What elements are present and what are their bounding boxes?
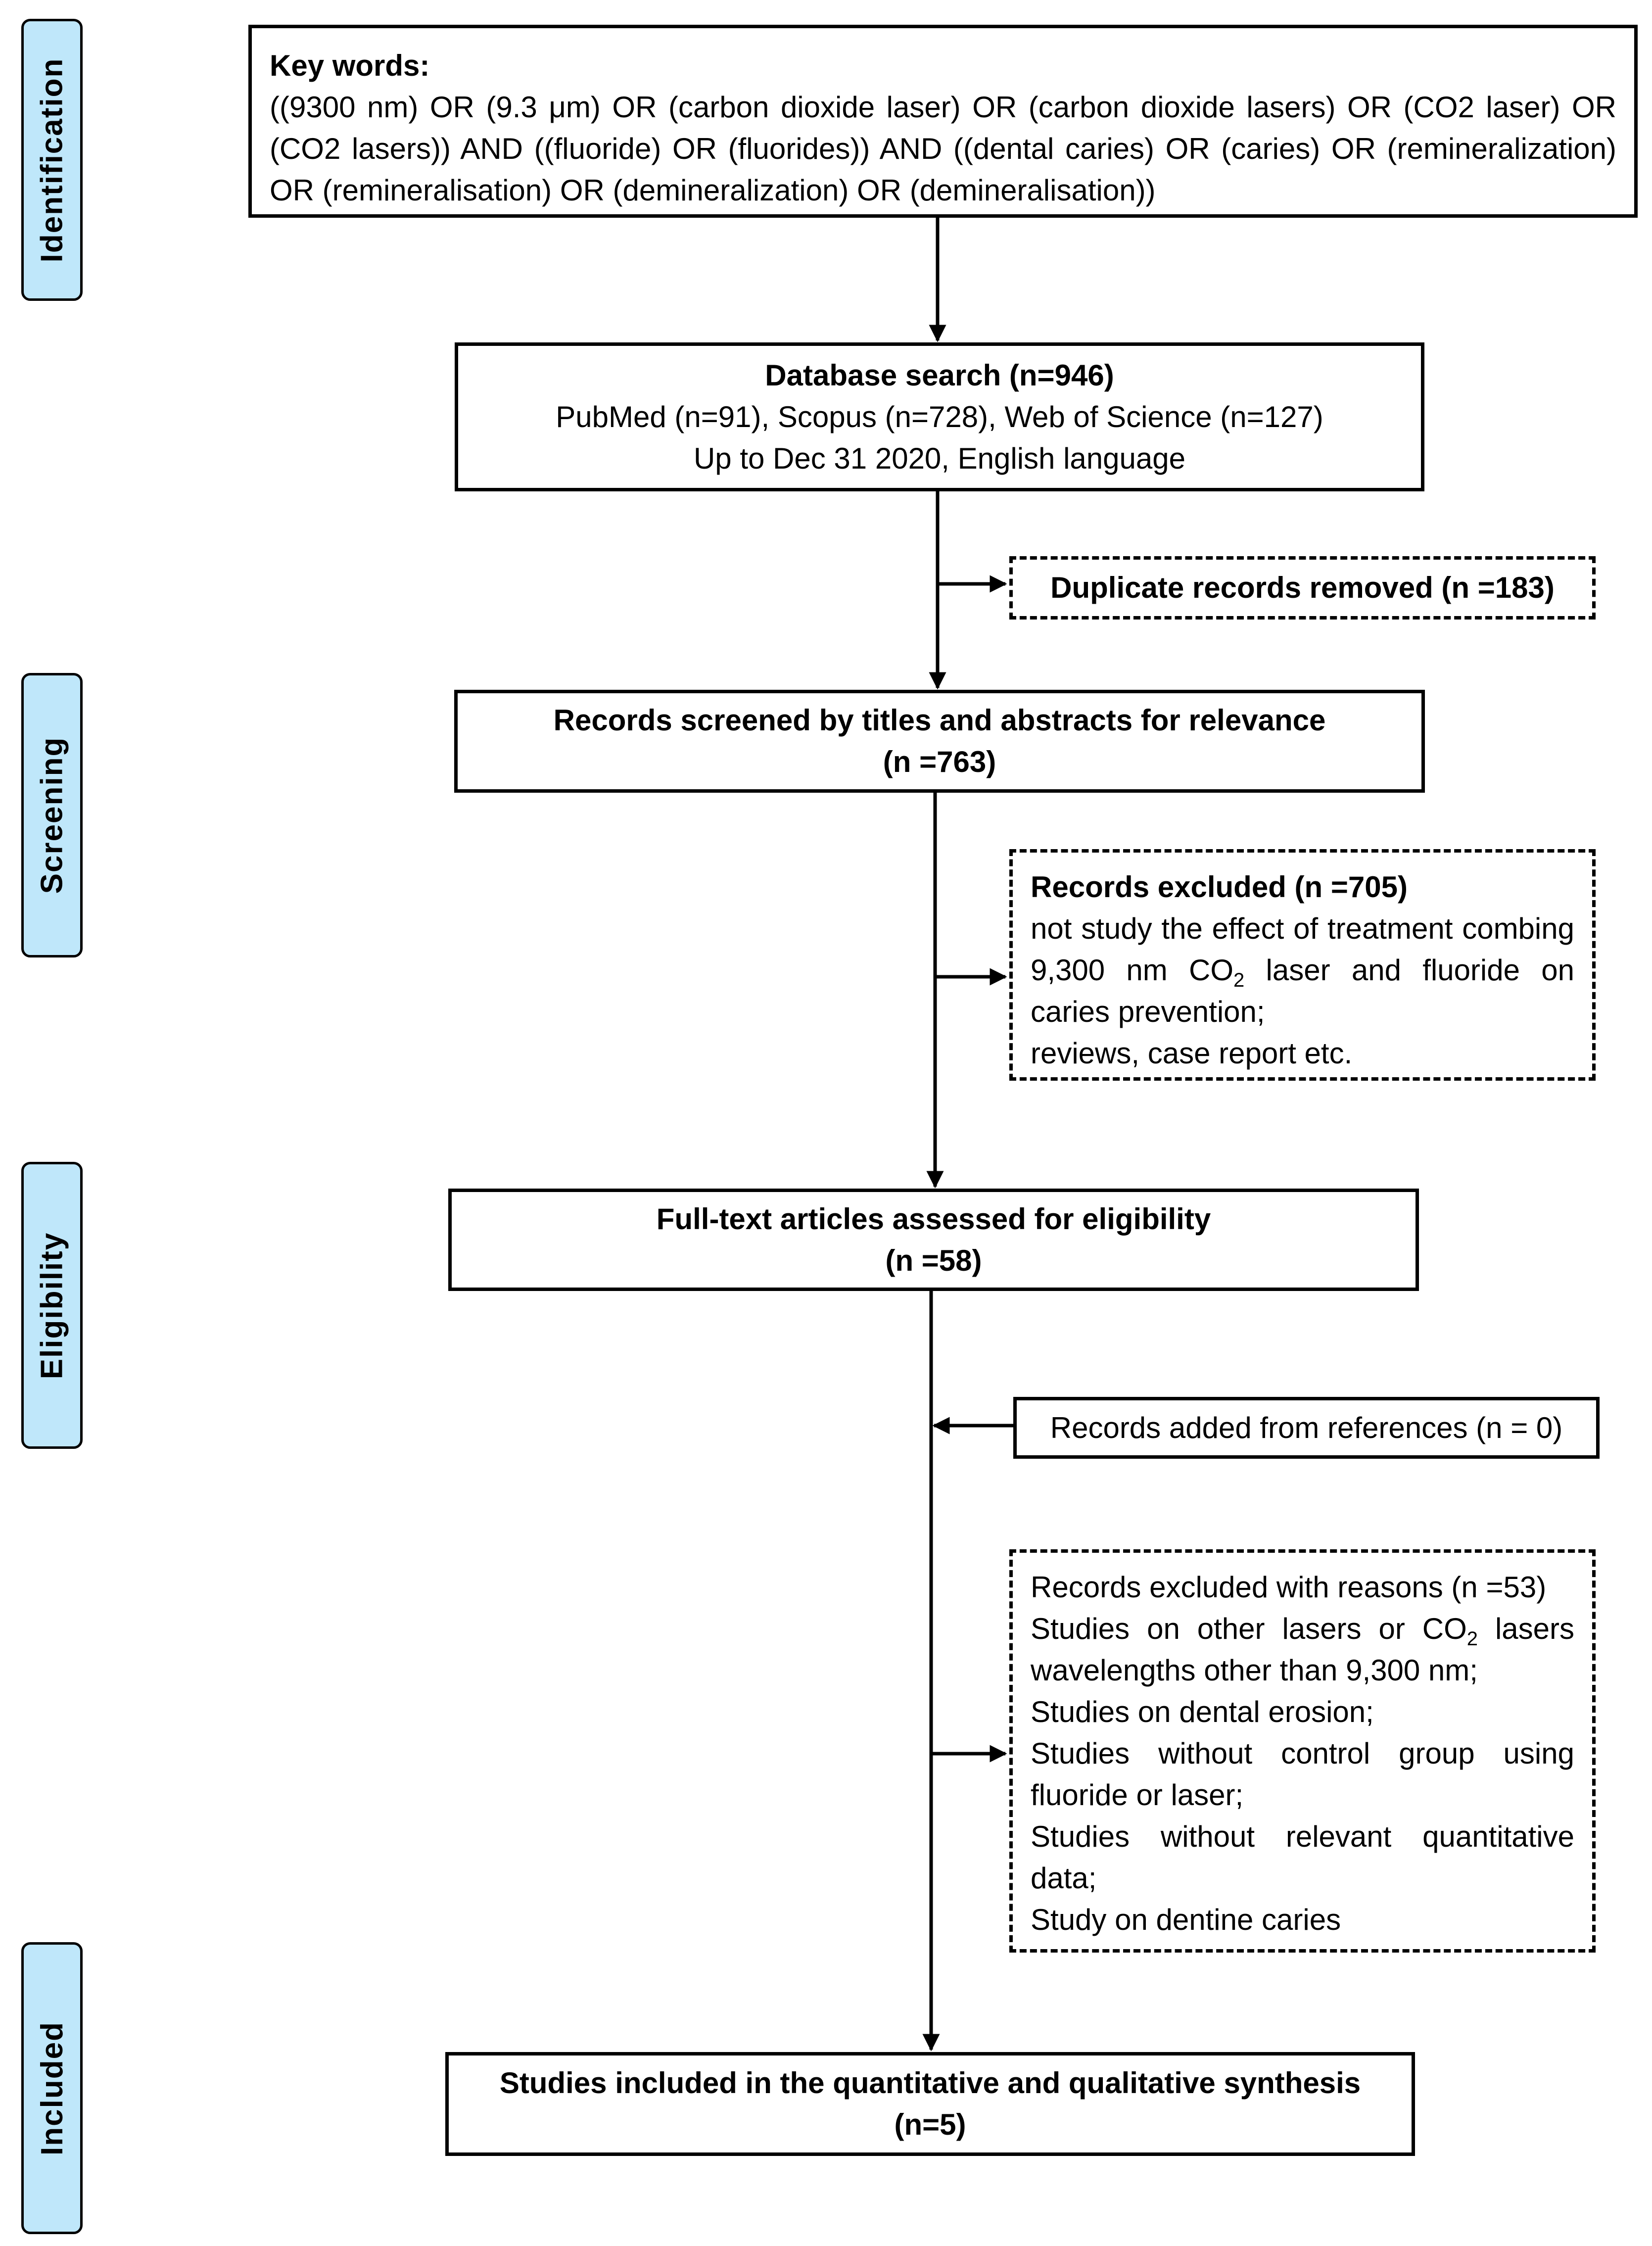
- excluded-reasons-title: Records excluded with reasons (n =53): [1031, 1571, 1547, 1604]
- stage-screening-label: Screening: [35, 736, 69, 894]
- records-excluded-reason-laser-sub: 2: [1233, 969, 1245, 991]
- records-excluded-reasons-box: Records excluded with reasons (n =53) St…: [1009, 1549, 1596, 1953]
- stage-identification: Identification: [21, 19, 83, 301]
- excluded-reason-other-lasers-end: lasers wavelengths other than 9,300 nm;: [1031, 1612, 1575, 1687]
- database-search-sources: PubMed (n=91), Scopus (n=728), Web of Sc…: [556, 400, 1323, 433]
- excluded-reason-no-control: Studies without control group using fluo…: [1031, 1737, 1574, 1812]
- records-excluded-title: Records excluded (n =705): [1031, 870, 1408, 904]
- records-excluded-reason-reviews: reviews, case report etc.: [1031, 1037, 1353, 1070]
- records-excluded-box: Records excluded (n =705) not study the …: [1009, 849, 1596, 1081]
- excluded-reason-other-lasers: Studies on other lasers or CO2 lasers wa…: [1031, 1608, 1574, 1691]
- stage-eligibility-label: Eligibility: [35, 1232, 69, 1379]
- records-added-box: Records added from references (n = 0): [1013, 1397, 1600, 1459]
- excluded-reason-no-data: Studies without relevant quantitative da…: [1031, 1820, 1574, 1895]
- excluded-reason-other-lasers-start: Studies on other lasers or CO: [1031, 1612, 1467, 1645]
- records-screened-title: Records screened by titles and abstracts…: [553, 704, 1326, 737]
- fulltext-assessed-box: Full-text articles assessed for eligibil…: [448, 1189, 1419, 1291]
- records-added-text: Records added from references (n = 0): [1050, 1411, 1563, 1444]
- keywords-title: Key words:: [270, 49, 430, 82]
- records-screened-box: Records screened by titles and abstracts…: [454, 690, 1425, 793]
- studies-included-box: Studies included in the quantitative and…: [445, 2052, 1415, 2156]
- stage-identification-label: Identification: [35, 57, 69, 262]
- fulltext-assessed-title: Full-text articles assessed for eligibil…: [656, 1202, 1211, 1236]
- excluded-reason-dentine: Study on dentine caries: [1031, 1903, 1341, 1936]
- duplicates-removed-text: Duplicate records removed (n =183): [1050, 571, 1555, 604]
- excluded-reason-erosion: Studies on dental erosion;: [1031, 1695, 1374, 1728]
- keywords-box: Key words: ((9300 nm) OR (9.3 μm) OR (ca…: [248, 25, 1638, 218]
- fulltext-assessed-count: (n =58): [885, 1243, 982, 1277]
- records-excluded-reason-laser-end: laser and fluoride on caries prevention;: [1031, 954, 1574, 1028]
- studies-included-count: (n=5): [894, 2108, 966, 2141]
- keywords-text: ((9300 nm) OR (9.3 μm) OR (carbon dioxid…: [270, 91, 1616, 207]
- records-excluded-reason-laser: not study the effect of treatment combin…: [1031, 908, 1574, 1033]
- database-search-limits: Up to Dec 31 2020, English language: [693, 441, 1186, 475]
- stage-included: Included: [21, 1942, 83, 2234]
- duplicates-removed-box: Duplicate records removed (n =183): [1009, 556, 1596, 620]
- records-screened-count: (n =763): [883, 745, 996, 778]
- stage-screening: Screening: [21, 673, 83, 957]
- stage-included-label: Included: [35, 2021, 69, 2155]
- database-search-title: Database search (n=946): [765, 358, 1114, 392]
- stage-eligibility: Eligibility: [21, 1162, 83, 1449]
- database-search-box: Database search (n=946) PubMed (n=91), S…: [455, 342, 1424, 491]
- excluded-reason-other-lasers-sub: 2: [1466, 1628, 1478, 1650]
- studies-included-title: Studies included in the quantitative and…: [499, 2066, 1361, 2100]
- records-excluded-reason-laser-start: not study the effect of treatment combin…: [1031, 912, 1574, 987]
